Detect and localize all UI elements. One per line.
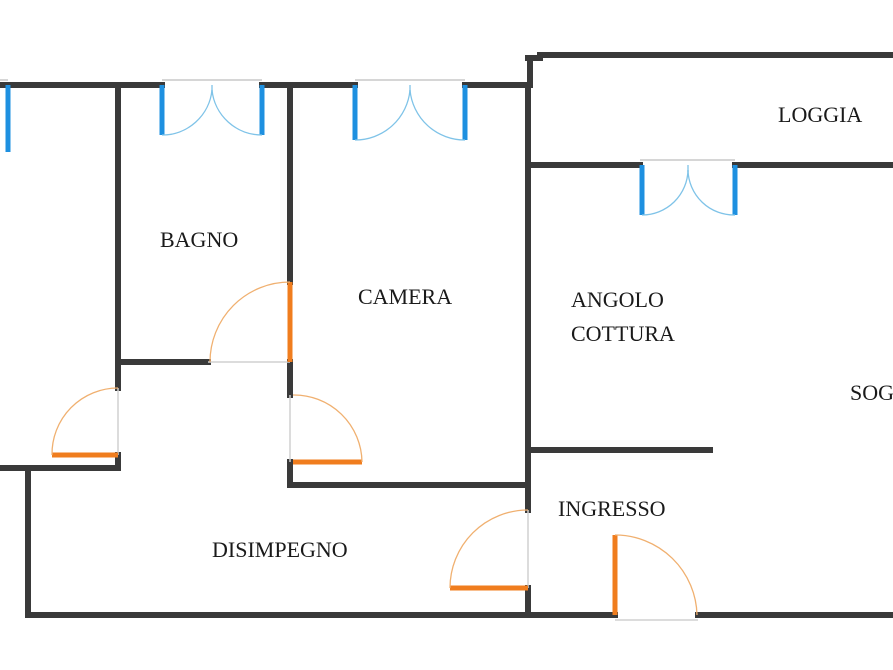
- room-label-disimpegno: DISIMPEGNO: [212, 537, 348, 562]
- room-label-camera: CAMERA: [358, 284, 452, 309]
- window-bagno: [159, 79, 265, 136]
- room-label-loggia: LOGGIA: [778, 102, 862, 127]
- room-label-angolo-cottura-2: COTTURA: [571, 321, 675, 346]
- door-ingresso: [612, 534, 698, 621]
- windows: [0, 79, 738, 216]
- door-camera: [289, 394, 363, 465]
- door-bagno: [208, 281, 293, 363]
- window-kitchen: [639, 159, 738, 216]
- door-left-room: [51, 387, 119, 458]
- room-label-soggiorno: SOG: [850, 380, 893, 405]
- room-labels: LOGGIA BAGNO CAMERA ANGOLO COTTURA SOG I…: [160, 102, 893, 562]
- room-label-ingresso: INGRESSO: [558, 496, 666, 521]
- room-label-angolo-cottura-1: ANGOLO: [571, 287, 664, 312]
- window-camera: [352, 79, 468, 141]
- walls: [0, 52, 893, 618]
- door-disimpegno: [449, 509, 529, 591]
- doors: [51, 281, 698, 621]
- room-label-bagno: BAGNO: [160, 227, 238, 252]
- window-left-partial: [0, 79, 11, 152]
